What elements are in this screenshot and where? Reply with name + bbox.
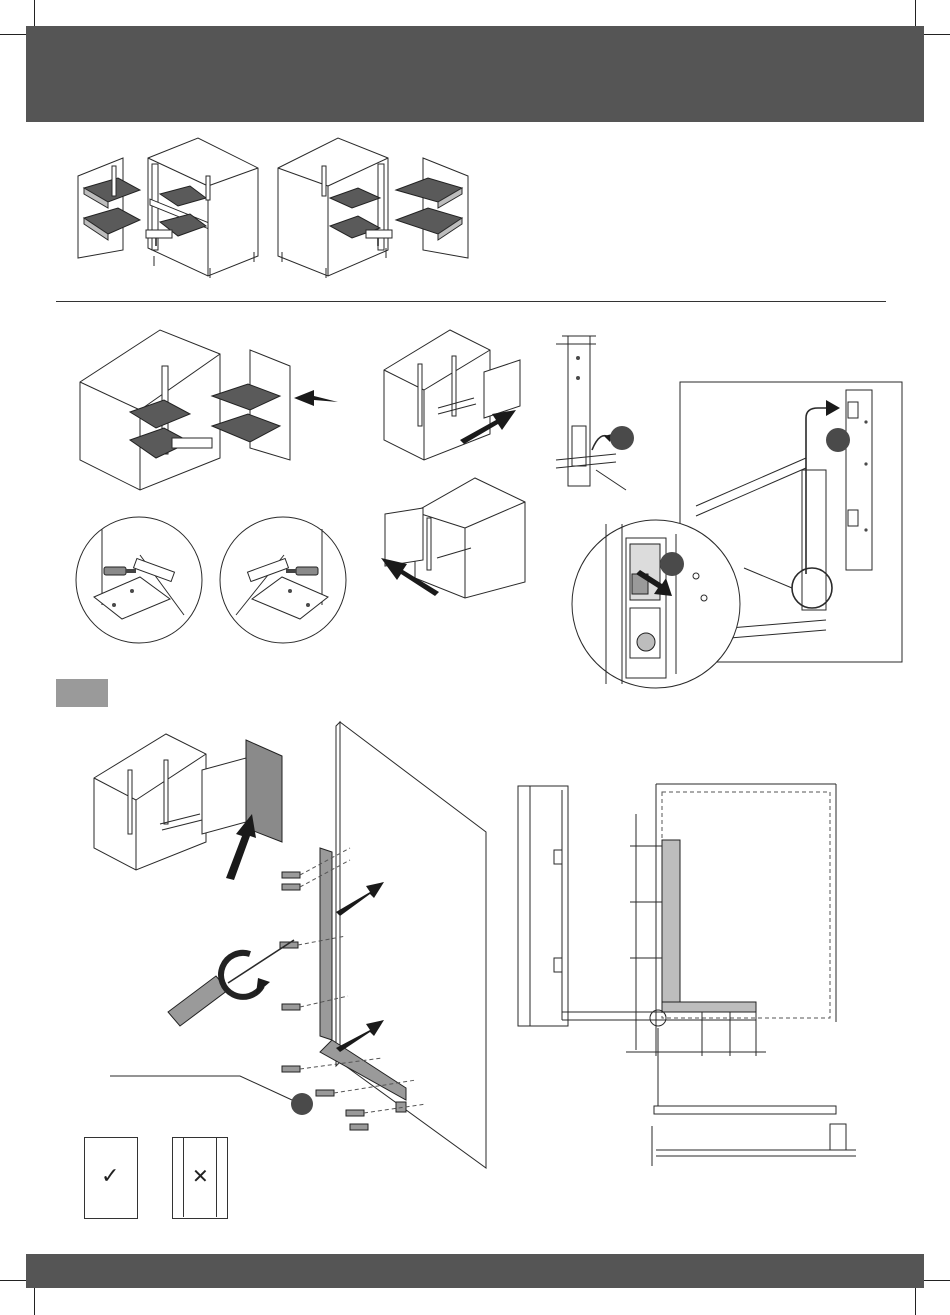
frame-slide-out-step — [375, 478, 535, 598]
cross-mark-icon: ✕ — [192, 1164, 209, 1188]
step-badge-icon — [610, 426, 634, 450]
correct-example-box: ✓ — [84, 1137, 138, 1219]
screw-detail-right — [218, 515, 348, 645]
cabinet-insert-step — [80, 330, 350, 490]
check-mark-icon: ✓ — [101, 1164, 119, 1189]
crop-mark — [915, 1285, 916, 1315]
arrow-icon — [294, 390, 338, 406]
screwdriver-icon — [168, 940, 294, 1026]
crop-mark — [920, 1280, 950, 1281]
step-badge-icon — [291, 1093, 313, 1115]
step-badge-icon — [660, 552, 684, 576]
runner-clip-magnified — [566, 514, 746, 694]
crop-mark — [920, 34, 950, 35]
bracket-position-drawing — [516, 780, 866, 1170]
section-divider — [56, 301, 886, 302]
door-panel-bracket-fixing — [160, 722, 495, 1172]
header-band — [26, 26, 924, 122]
cabinet-left-hand-overview — [78, 138, 268, 278]
step-badge-icon — [826, 428, 850, 452]
cabinet-right-hand-overview — [278, 138, 468, 278]
screw-detail-left — [74, 515, 204, 645]
step-tag — [56, 679, 108, 707]
crop-mark — [34, 1285, 35, 1315]
incorrect-example-box: ✕ — [172, 1137, 228, 1219]
frame-slide-in-step — [380, 330, 540, 460]
footer-band — [26, 1254, 924, 1288]
